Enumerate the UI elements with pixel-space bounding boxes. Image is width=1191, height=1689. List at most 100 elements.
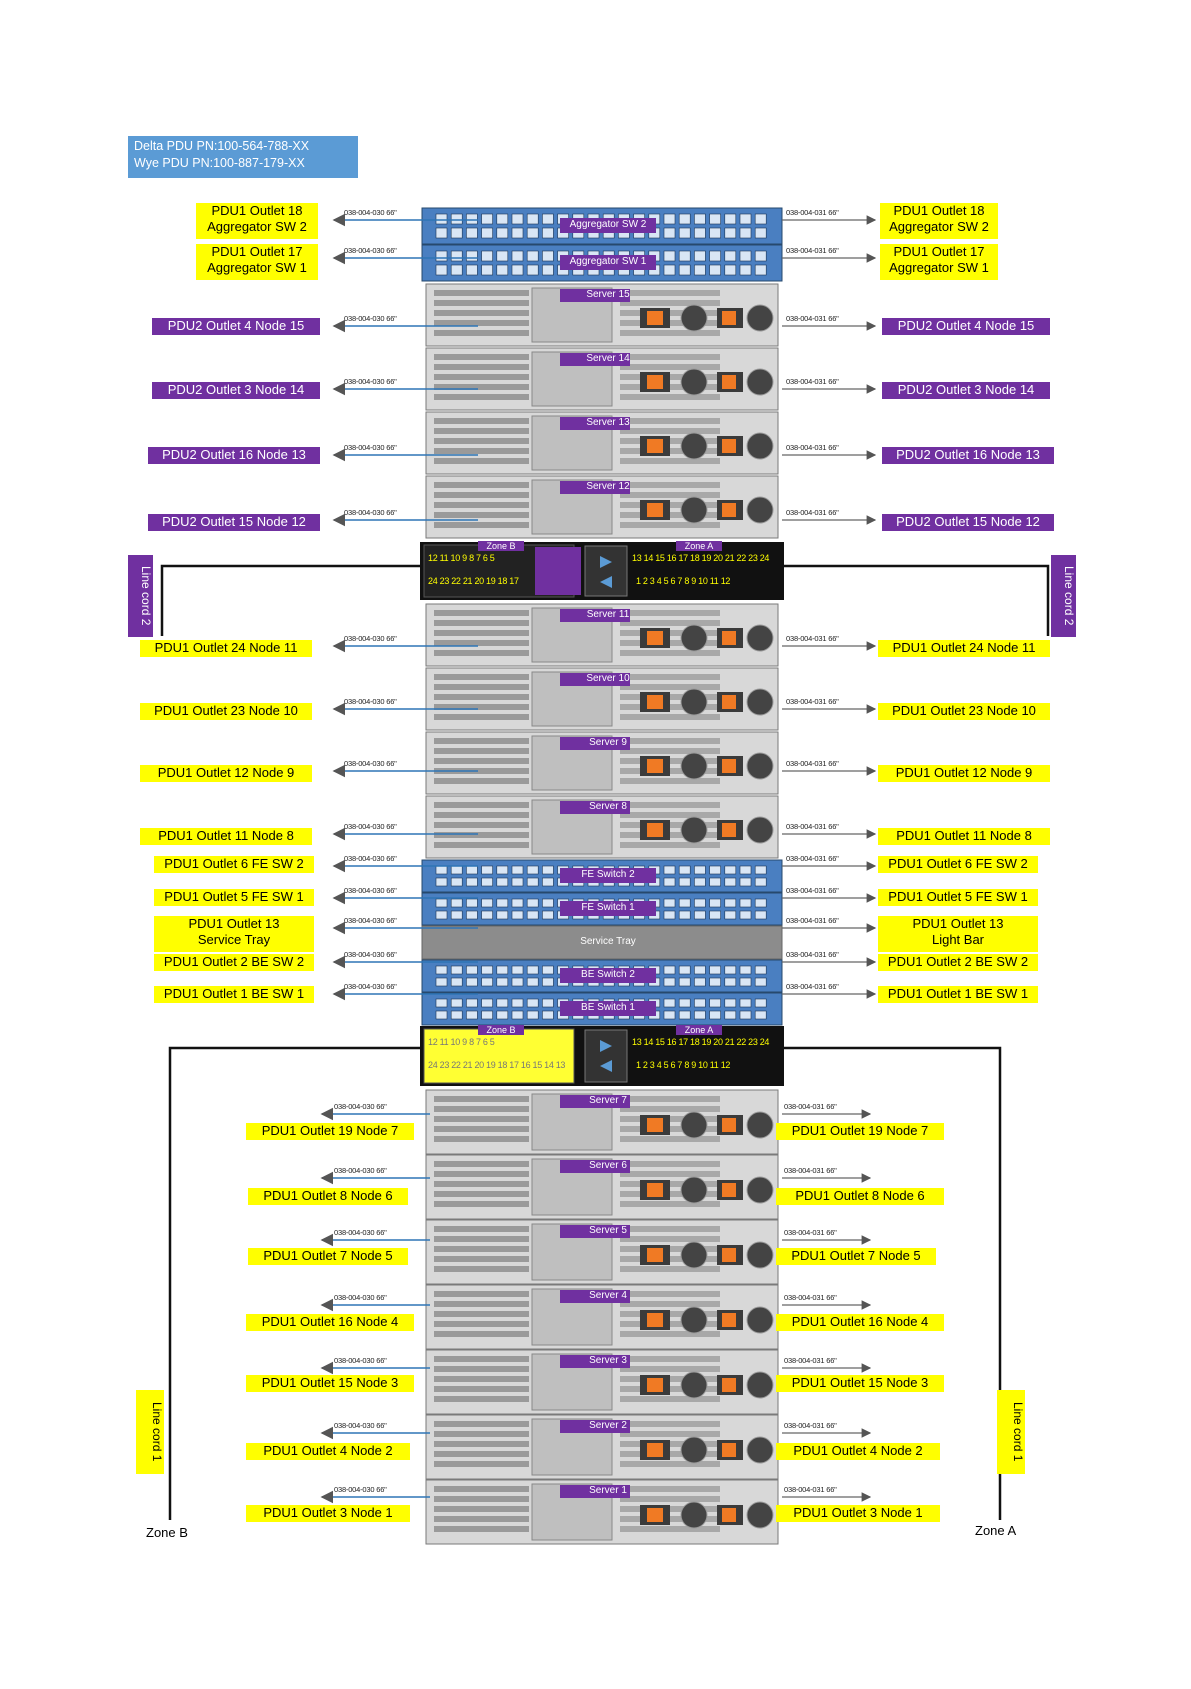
cable-part-left: 038-004-030 66" — [344, 886, 397, 895]
cable-part-left: 038-004-030 66" — [334, 1102, 387, 1111]
psu-2-plug — [722, 823, 736, 837]
server-vent — [620, 1171, 720, 1177]
pdu-label-left: PDU1 Outlet 7 Node 5 — [248, 1248, 408, 1265]
fan — [746, 1241, 774, 1269]
switch-port — [526, 264, 539, 276]
switch-port — [450, 227, 463, 239]
server-vent — [620, 522, 720, 528]
pdu-zone-a-ports-bottom: 1 2 3 4 5 6 7 8 9 10 11 12 — [636, 576, 731, 586]
server-vent — [434, 1366, 529, 1372]
pdu-label-right: PDU1 Outlet 2 BE SW 2 — [878, 954, 1038, 971]
switch-port — [724, 865, 737, 875]
server-name-tag — [560, 481, 630, 494]
server-vent — [434, 768, 529, 774]
fan — [680, 1176, 708, 1204]
switch-port — [435, 977, 448, 987]
switch-port — [724, 213, 737, 225]
switch-port — [739, 250, 752, 262]
server-vent — [620, 1266, 720, 1272]
cable-part-left: 038-004-030 66" — [334, 1293, 387, 1302]
pdu-strip — [420, 542, 784, 600]
fan — [746, 304, 774, 332]
switch-port — [526, 998, 539, 1008]
pdu-strip — [420, 1026, 784, 1086]
switch-port — [542, 898, 554, 908]
switch-port — [709, 264, 721, 276]
switch-port — [496, 977, 509, 987]
server-vent — [434, 1386, 529, 1392]
device-name: Server 14 — [586, 353, 630, 364]
server-vent — [620, 812, 720, 818]
switch-port — [678, 898, 691, 908]
server-name-tag — [560, 1355, 630, 1368]
switch-port — [511, 264, 524, 276]
fan — [680, 496, 708, 524]
pdu-label-left: PDU1 Outlet 6 FE SW 2 — [154, 856, 314, 873]
pdu-zone-b-ports-top: 12 11 10 9 8 7 6 5 — [428, 553, 495, 563]
pdu-label-right: PDU1 Outlet 5 FE SW 1 — [878, 889, 1038, 906]
cable-part-left: 038-004-030 66" — [344, 822, 397, 831]
cable-part-left: 038-004-030 66" — [344, 314, 397, 323]
server-vent — [434, 640, 529, 646]
cable-part-left: 038-004-030 66" — [334, 1485, 387, 1494]
fan — [746, 1371, 774, 1399]
switch-port — [496, 998, 509, 1008]
server-vent — [434, 1431, 529, 1437]
cable-part-right: 038-004-031 66" — [784, 1166, 837, 1175]
device-name: Server 11 — [586, 609, 630, 620]
psu-1-plug — [647, 439, 663, 453]
switch-port — [754, 998, 767, 1008]
switch-port — [496, 227, 509, 239]
fan — [746, 496, 774, 524]
switch-port — [450, 213, 463, 225]
switch-port — [678, 977, 691, 987]
device-name: BE Switch 2 — [581, 969, 635, 980]
switch-port — [663, 213, 676, 225]
switch-port — [694, 998, 706, 1008]
cable-part-right: 038-004-031 66" — [786, 443, 839, 452]
server-name-tag — [560, 1095, 630, 1108]
server-vent — [434, 1136, 529, 1142]
server-name-tag — [560, 609, 630, 622]
server-vent — [620, 1526, 720, 1532]
server-vent — [434, 1096, 529, 1102]
switch-chassis — [421, 244, 783, 282]
switch-port — [754, 264, 767, 276]
switch-port — [678, 250, 691, 262]
breaker-indicator — [600, 1040, 612, 1052]
switch-port — [739, 213, 752, 225]
psu-1-plug — [647, 759, 663, 773]
switch-port — [678, 910, 691, 920]
psu-2-plug — [722, 1248, 736, 1262]
server-vent — [620, 842, 720, 848]
switch-port — [435, 965, 448, 975]
cable-part-left: 038-004-030 66" — [334, 1228, 387, 1237]
switch-port — [481, 910, 493, 920]
switch-port — [511, 213, 524, 225]
device-name: Server 15 — [586, 289, 630, 300]
pdu-label-left: PDU2 Outlet 16 Node 13 — [148, 447, 320, 464]
switch-port — [678, 1010, 691, 1020]
server-vent — [434, 492, 529, 498]
server-vent — [434, 300, 529, 306]
switch-port — [739, 877, 752, 887]
switch-port — [466, 910, 478, 920]
server-name-tag — [560, 801, 630, 814]
pdu-label-right: PDU1 Outlet 11 Node 8 — [878, 828, 1050, 845]
server-vent — [434, 620, 529, 626]
fan — [680, 1436, 708, 1464]
switch-port — [663, 250, 676, 262]
line-cord-1-right: Line cord 1 — [997, 1390, 1025, 1474]
switch-port — [709, 898, 721, 908]
switch-port — [739, 227, 752, 239]
pdu-label-right: PDU1 Outlet 23 Node 10 — [878, 703, 1050, 720]
fan — [680, 1371, 708, 1399]
switch-port — [481, 250, 493, 262]
server-vent — [434, 1486, 529, 1492]
pdu-label-right: PDU1 Outlet 4 Node 2 — [776, 1443, 940, 1460]
server-vent — [434, 1201, 529, 1207]
server-name-tag — [560, 417, 630, 430]
device-name: Server 1 — [589, 1485, 627, 1496]
server-vent — [434, 1421, 529, 1427]
